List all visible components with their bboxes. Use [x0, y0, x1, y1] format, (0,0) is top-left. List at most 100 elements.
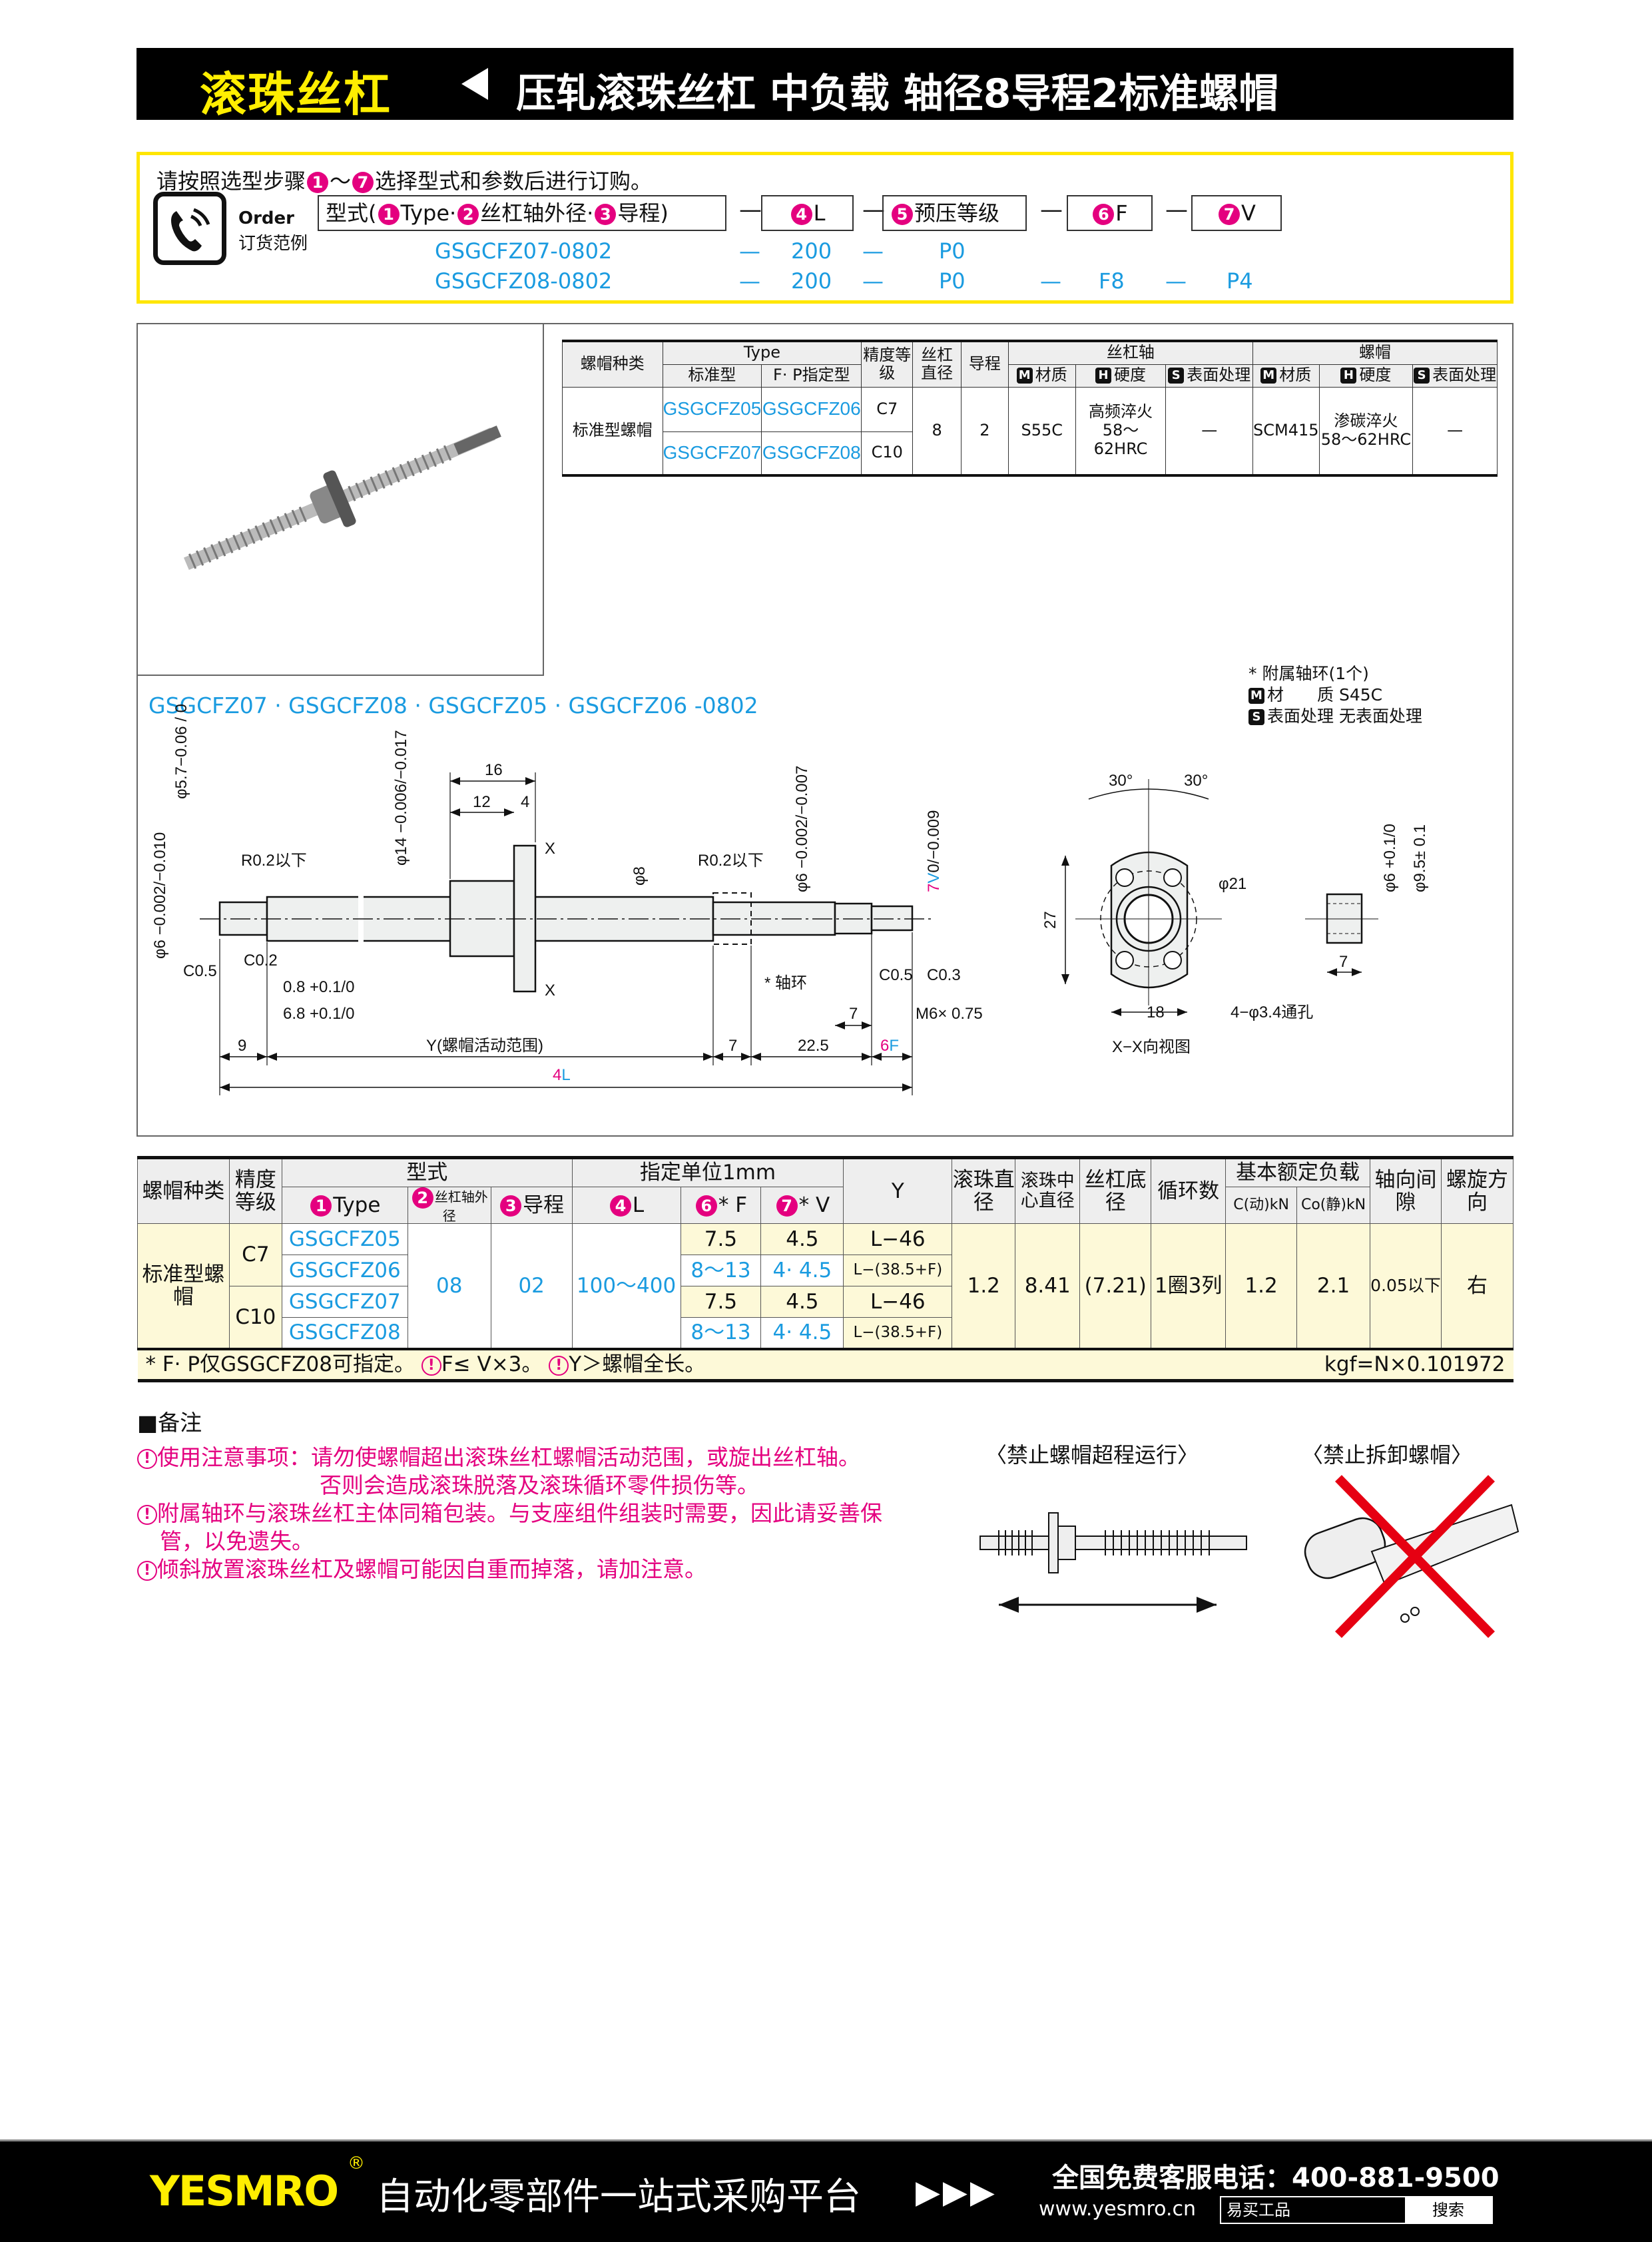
page-header: 滚珠丝杠 压轧滚珠丝杠 中负载 轴径8导程2标准螺帽 — [137, 48, 1514, 122]
header-pcd: 滚珠中心直径 — [1015, 1157, 1081, 1224]
type-link[interactable]: GSGCFZ07 — [662, 431, 762, 476]
example-l: 200 — [791, 238, 832, 264]
root-dia: (7.21) — [1079, 1223, 1152, 1349]
type-link[interactable]: GSGCFZ08 — [761, 431, 862, 476]
note-1: !使用注意事项：请勿使螺帽超出滚珠丝杠螺帽活动范围，或旋出丝杠轴。 — [137, 1445, 860, 1470]
y-value: L−(38.5+F) — [843, 1317, 953, 1349]
y-value: L−46 — [843, 1223, 953, 1255]
search-box[interactable]: 易买工品 搜索 — [1220, 2196, 1493, 2224]
example-l: 200 — [791, 268, 832, 294]
box-text: Type· — [400, 200, 457, 226]
s-icon: S — [1414, 368, 1430, 384]
dim-collar-7: 7 — [1339, 953, 1348, 971]
footnote-text: Y＞螺帽全长。 — [569, 1352, 706, 1377]
table-row: 标准型螺帽 C7 GSGCFZ05 08 02 100～400 7.5 4.5 … — [137, 1223, 1514, 1349]
dim-v: 7V0/−0.009 — [925, 810, 943, 892]
dim-c05: C0.5 — [879, 966, 913, 984]
footer-banner: YESMRO ® 自动化零部件一站式采购平台 ▶▶▶ 全国免费客服电话：400-… — [0, 2139, 1652, 2242]
header-nut-type: 螺帽种类 — [562, 340, 663, 388]
dash: — — [862, 196, 885, 223]
header-y: Y — [843, 1157, 953, 1224]
v-value: 4.5 — [760, 1286, 844, 1318]
step-badge: 2 — [412, 1187, 433, 1209]
type-link[interactable]: GSGCFZ05 — [281, 1223, 408, 1255]
box-text: 丝杠轴外径· — [480, 200, 594, 226]
dimension-lines — [220, 777, 1362, 1091]
label: 硬度 — [1359, 366, 1392, 385]
dim-27: 27 — [1041, 911, 1059, 929]
warning-icon: ! — [137, 1448, 157, 1469]
step-badge: 7 — [776, 1195, 798, 1217]
unit-conversion: kgf=N×0.101972 — [1324, 1352, 1506, 1377]
example-code: GSGCFZ08-0802 — [435, 268, 613, 294]
dash: — — [1165, 196, 1188, 223]
dash: — — [739, 196, 762, 223]
f-value: 8～13 — [680, 1255, 762, 1286]
f-label: F — [889, 1037, 899, 1055]
brand-logo: YESMRO — [150, 2167, 339, 2215]
series-title: GSGCFZ07 · GSGCFZ08 · GSGCFZ05 · GSGCFZ0… — [148, 693, 758, 718]
warning-icon: ! — [137, 1504, 157, 1525]
header-dir: 螺旋方向 — [1440, 1157, 1514, 1224]
dim-f: 6F — [880, 1037, 899, 1055]
label: 表面处理 — [1187, 366, 1251, 385]
od-value: 08 — [407, 1223, 491, 1349]
grade: C7 — [861, 386, 914, 432]
nut-material: SCM415 — [1252, 386, 1320, 476]
collar-drawing — [1305, 893, 1378, 944]
website: www.yesmro.cn — [1039, 2197, 1197, 2221]
direction: 右 — [1440, 1223, 1514, 1349]
example-code: GSGCFZ07-0802 — [435, 238, 613, 264]
type-link[interactable]: GSGCFZ07 — [281, 1286, 408, 1318]
note-text: 使用注意事项：请勿使螺帽超出滚珠丝杠螺帽活动范围，或旋出丝杠轴。 — [157, 1444, 860, 1470]
value: 58～62HRC — [1320, 429, 1412, 449]
dash: — — [1165, 268, 1187, 294]
type-link[interactable]: GSGCFZ06 — [281, 1255, 408, 1286]
dim-18: 18 — [1147, 1003, 1165, 1021]
header-dia: 丝杠直径 — [912, 340, 962, 388]
table-row: C10 GSGCFZ07 7.5 4.5 L−46 — [138, 1286, 1514, 1349]
dim-m6: M6× 0.75 — [916, 1005, 983, 1023]
value: 58～62HRC — [1093, 420, 1148, 458]
dim-phi6-right: φ6 −0.002/−0.007 — [793, 766, 811, 892]
search-input[interactable]: 易买工品 — [1221, 2197, 1405, 2223]
tolerance: 0/−0.009 — [925, 810, 943, 873]
grade: C10 — [228, 1286, 282, 1349]
search-button[interactable]: 搜索 — [1405, 2197, 1492, 2223]
warning-icon: ! — [421, 1355, 441, 1376]
spec-table: 螺帽种类 Type 精度等级 丝杠直径 导程 丝杠轴 螺帽 标准型 F· P指定… — [562, 340, 1498, 477]
load-co: 2.1 — [1296, 1223, 1371, 1349]
header-grade: 精度等级 — [228, 1157, 282, 1224]
type-link[interactable]: GSGCFZ08 — [281, 1317, 408, 1349]
step-badge: 7 — [925, 884, 943, 892]
axial-gap: 0.05以下 — [1370, 1223, 1442, 1349]
dim-phi6-left: φ6 −0.002/−0.010 — [151, 832, 169, 959]
dim-7: 7 — [849, 1005, 858, 1023]
dimension-table: 螺帽种类 精度等级 型式 指定单位1mm Y 滚珠直径 滚珠中心直径 丝杠底径 … — [137, 1156, 1514, 1382]
step-badge: 4 — [553, 1066, 561, 1084]
pcd: 8.41 — [1015, 1223, 1081, 1349]
step-badge: 3 — [500, 1195, 522, 1217]
example-v: P4 — [1227, 268, 1253, 294]
s-icon: S — [1248, 709, 1264, 725]
shaft-surface: — — [1165, 386, 1254, 476]
table-footnote: * F· P仅GSGCFZ08可指定。 !F≤ V×3。 !Y＞螺帽全长。 kg… — [137, 1347, 1514, 1381]
header-v: 7* V — [760, 1187, 844, 1224]
header-ball-d: 滚珠直径 — [952, 1157, 1016, 1224]
header-circuits: 循环数 — [1151, 1157, 1227, 1224]
note-text: 倾斜放置滚珠丝杠及螺帽可能因自重而掉落，请加注意。 — [157, 1556, 706, 1582]
example-preload: P0 — [939, 238, 965, 264]
type-link[interactable]: GSGCFZ06 — [761, 386, 862, 432]
header-unit: 指定单位1mm — [571, 1157, 844, 1187]
label: 材质 — [1035, 366, 1067, 385]
